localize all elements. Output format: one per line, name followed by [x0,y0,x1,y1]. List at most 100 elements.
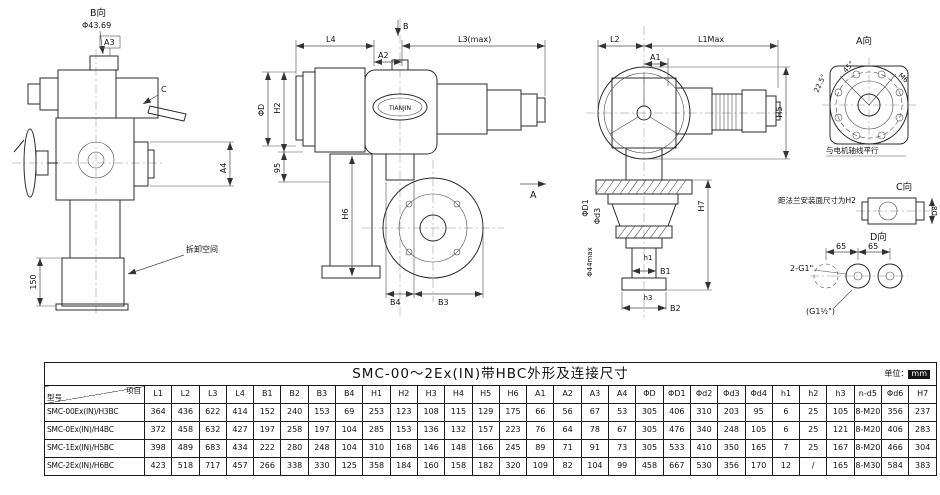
dimension-value-cell: 476 [662,421,691,440]
column-header: B1 [253,385,282,404]
dimension-value-cell: 338 [280,457,309,476]
dimension-value-cell: 25 [799,421,828,440]
column-header: H6 [498,385,528,404]
dimension-value-cell: 237 [908,403,937,422]
dimension-value-cell: 222 [253,439,282,458]
dim-h2: H2 [273,102,282,113]
dimension-value-cell: 533 [662,439,691,458]
dimension-value-cell: 489 [171,439,200,458]
dim-h1: h1 [644,254,653,262]
dim-l3: L3(max) [458,35,491,44]
dim-l4: L4 [326,35,336,44]
dimension-value-cell: 158 [444,457,473,476]
column-header: H4 [444,385,473,404]
dimension-value-cell: 330 [307,457,337,476]
conduit-entry [845,263,871,289]
removal-space-note: 拆卸空间 [186,244,218,254]
dimension-value-cell: 8-M20 [853,403,883,422]
dimension-value-cell: 398 [143,439,173,458]
dimension-value-cell: 64 [553,421,582,440]
dimension-value-cell: 197 [253,421,282,440]
dim-b2: B2 [670,304,681,313]
dimension-value-cell: 53 [608,403,637,422]
column-header: B2 [280,385,309,404]
dimension-value-cell: 12 [771,457,801,476]
corner-cell: 项目 型号 [44,385,145,404]
dimension-value-cell: 248 [717,421,746,440]
dimension-value-cell: 115 [444,403,473,422]
column-header: L4 [225,385,255,404]
dimension-value-cell: 8-M20 [853,421,883,440]
dim-phid3: Φd3 [593,208,602,224]
dimension-value-cell: 71 [553,439,582,458]
view-side: L2 L1Max A1 H5 H7 ΦD1 Φd3 Φ44max h1 B1 h… [581,26,790,318]
dimension-value-cell: 66 [526,403,555,422]
dimension-value-cell: 304 [908,439,937,458]
dimension-value-cell: 518 [171,457,200,476]
control-housing [364,69,438,155]
dim-150: 150 [29,274,38,289]
dimension-value-cell: 160 [416,457,446,476]
column-header: H3 [416,385,446,404]
dimension-value-cell: 434 [225,439,255,458]
section-b-arrow-label: B [403,22,409,31]
dimension-value-cell: 245 [498,439,528,458]
dimension-value-cell: 383 [908,457,937,476]
column-header: Φd4 [744,385,773,404]
column-header: h3 [826,385,855,404]
dimension-value-cell: 129 [471,403,500,422]
dim-b1: B1 [660,267,671,276]
dim-b3: B3 [438,298,449,307]
dimension-value-cell: 372 [143,421,173,440]
column-header: H5 [471,385,500,404]
column-header: L3 [198,385,227,404]
dimension-value-cell: 7 [771,439,801,458]
view-a-title: A向 [856,35,872,47]
column-header: Φd6 [881,385,910,404]
column-header: L2 [171,385,200,404]
dimension-value-cell: 109 [526,457,555,476]
dimension-value-cell: 25 [799,403,828,422]
unit-value: mm [908,369,930,379]
column-header: Φd2 [689,385,719,404]
parallel-axis-note: 与电机轴线平行 [826,145,879,155]
dimension-value-cell: 240 [280,403,309,422]
dim-65-a: 65 [836,242,846,251]
dimension-table-section: SMC-00～2Ex(IN)带HBC外形及连接尺寸 单位：mm 项目 型号 L1… [44,362,937,476]
dimension-value-cell: 530 [689,457,719,476]
dimension-value-cell: 153 [389,421,418,440]
dimension-value-cell: 8-M30 [853,457,883,476]
dimension-table: SMC-00～2Ex(IN)带HBC外形及连接尺寸 单位：mm 项目 型号 L1… [44,362,937,476]
dimension-value-cell: 121 [826,421,855,440]
port-label: 2-G1" [790,264,813,273]
dimension-value-cell: 258 [280,421,309,440]
dimension-value-cell: 105 [826,403,855,422]
dimension-value-cell: 427 [225,421,255,440]
dimension-value-cell: 283 [908,421,937,440]
dimension-value-cell: 356 [881,403,910,422]
model-name-cell: SMC-1Ex(IN)/H5BC [44,439,145,458]
unit-note: 单位：mm [884,369,930,379]
handwheel-dia-label: Φ43.69 [82,21,111,30]
dimension-value-cell: 466 [881,439,910,458]
dimension-value-cell: 717 [198,457,227,476]
view-b-direction-label: B向 [90,7,106,19]
dimension-value-cell: 266 [253,457,282,476]
dimension-value-cell: 584 [881,457,910,476]
worm-gear-housing [382,177,484,279]
dimension-value-cell: 91 [580,439,610,458]
dimension-value-cell: 305 [635,421,664,440]
brand-badge: TIANJIN [388,105,411,112]
dimension-value-cell: 104 [335,439,364,458]
dimension-value-cell: 423 [143,457,173,476]
dimension-value-cell: 153 [307,403,337,422]
motor-unit [57,69,117,119]
dimension-value-cell: 310 [689,403,719,422]
dimension-value-cell: 197 [307,421,337,440]
dimension-value-cell: 358 [362,457,391,476]
dimension-value-cell: 123 [389,403,418,422]
column-header: B4 [335,385,364,404]
